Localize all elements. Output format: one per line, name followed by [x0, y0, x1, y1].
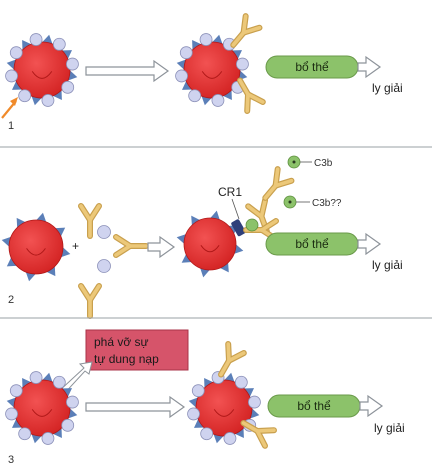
c3b-label: C3b [314, 158, 333, 169]
break-tolerance-line2: tự dung nạp [94, 352, 159, 366]
cell-texture [31, 71, 53, 79]
complement-label: bổ thể [297, 399, 331, 413]
antigen-circle [5, 407, 18, 421]
hollow-arrow-icon [357, 55, 382, 79]
antigen-circle [188, 89, 202, 103]
pointer-arrow-icon [1, 97, 18, 119]
antigen-circle [223, 432, 237, 445]
hollow-arrow-icon [359, 394, 384, 418]
y-antibody-icon [81, 286, 99, 316]
panel-1: 1 bổ thể ly giải [1, 16, 403, 132]
hollow-arrow-icon [85, 59, 170, 83]
antigen-circle [234, 375, 248, 389]
antigen-circle [66, 395, 79, 409]
cell-texture [31, 409, 53, 417]
antigen-circle [18, 89, 32, 103]
antigen-circle [97, 259, 111, 273]
break-tolerance-box [85, 329, 189, 371]
antigen-circle [179, 46, 193, 60]
antigen-circle [61, 80, 75, 94]
antigen-circle [41, 432, 55, 445]
cell-texture [213, 409, 235, 417]
hollow-arrow-icon [147, 235, 176, 259]
antigen-circle [41, 94, 55, 107]
lysis-label: ly giải [372, 81, 403, 95]
y-antibody-icon [226, 16, 259, 51]
antigen-circle [61, 418, 75, 432]
panel-number: 1 [8, 120, 14, 132]
y-antibody-icon [116, 237, 146, 255]
antigen-circle [175, 69, 188, 83]
y-antibody-icon [81, 206, 99, 236]
red-cell-icon [176, 210, 244, 278]
antigen-circle [9, 384, 23, 398]
antigen-circle [52, 37, 66, 51]
antigen-circle [29, 371, 43, 384]
cell-body [183, 217, 237, 271]
red-cell-icon [5, 33, 79, 107]
antigen-circle [200, 427, 214, 441]
complement-label: bổ thể [295, 60, 329, 74]
antigen-circle [191, 384, 205, 398]
antigen-circle [66, 57, 79, 71]
cell-texture [26, 248, 46, 256]
cell-body [183, 41, 241, 99]
c3b-circle [245, 218, 259, 232]
plus-sign: + [72, 239, 79, 253]
cell-body [13, 41, 71, 99]
red-cell-icon [5, 371, 79, 445]
lysis-label: ly giải [374, 421, 405, 435]
antigen-circle [9, 46, 23, 60]
panel-3: phá vỡ sự tự dung nạp bổ thể ly giải 3 [5, 329, 405, 466]
hollow-arrow-icon [357, 232, 382, 256]
break-tolerance-line1: phá vỡ sự [94, 335, 149, 349]
antigen-circle [29, 33, 43, 46]
cell-body [8, 219, 64, 275]
antigen-circle [97, 225, 111, 239]
red-cell-icon [1, 212, 71, 282]
antigen-circle [211, 94, 225, 107]
hollow-arrow-icon [85, 395, 186, 419]
antigen-circle [5, 69, 18, 83]
antigen-circle [248, 395, 261, 409]
antigen-circle [199, 33, 213, 46]
antigen-circle [52, 375, 66, 389]
antigen-circle [18, 427, 32, 441]
cell-body [195, 379, 253, 437]
cell-texture [201, 71, 223, 79]
complement-label: bổ thể [295, 237, 329, 251]
cr1-label: CR1 [218, 185, 242, 199]
red-cell-icon [187, 371, 261, 445]
antigen-circle [236, 57, 249, 71]
cr1-receptor [231, 219, 246, 237]
red-cell-icon [175, 33, 249, 107]
panel-number: 3 [8, 454, 14, 466]
antigen-circle [187, 407, 200, 421]
lysis-label: ly giải [372, 258, 403, 272]
cell-body [13, 379, 71, 437]
c3b-unknown-label: C3b?? [312, 198, 342, 209]
panel-number: 2 [8, 294, 14, 306]
panel-2: + CR1 C3b C3b?? bổ thể ly giải 2 [1, 155, 403, 316]
cell-texture [200, 245, 220, 253]
